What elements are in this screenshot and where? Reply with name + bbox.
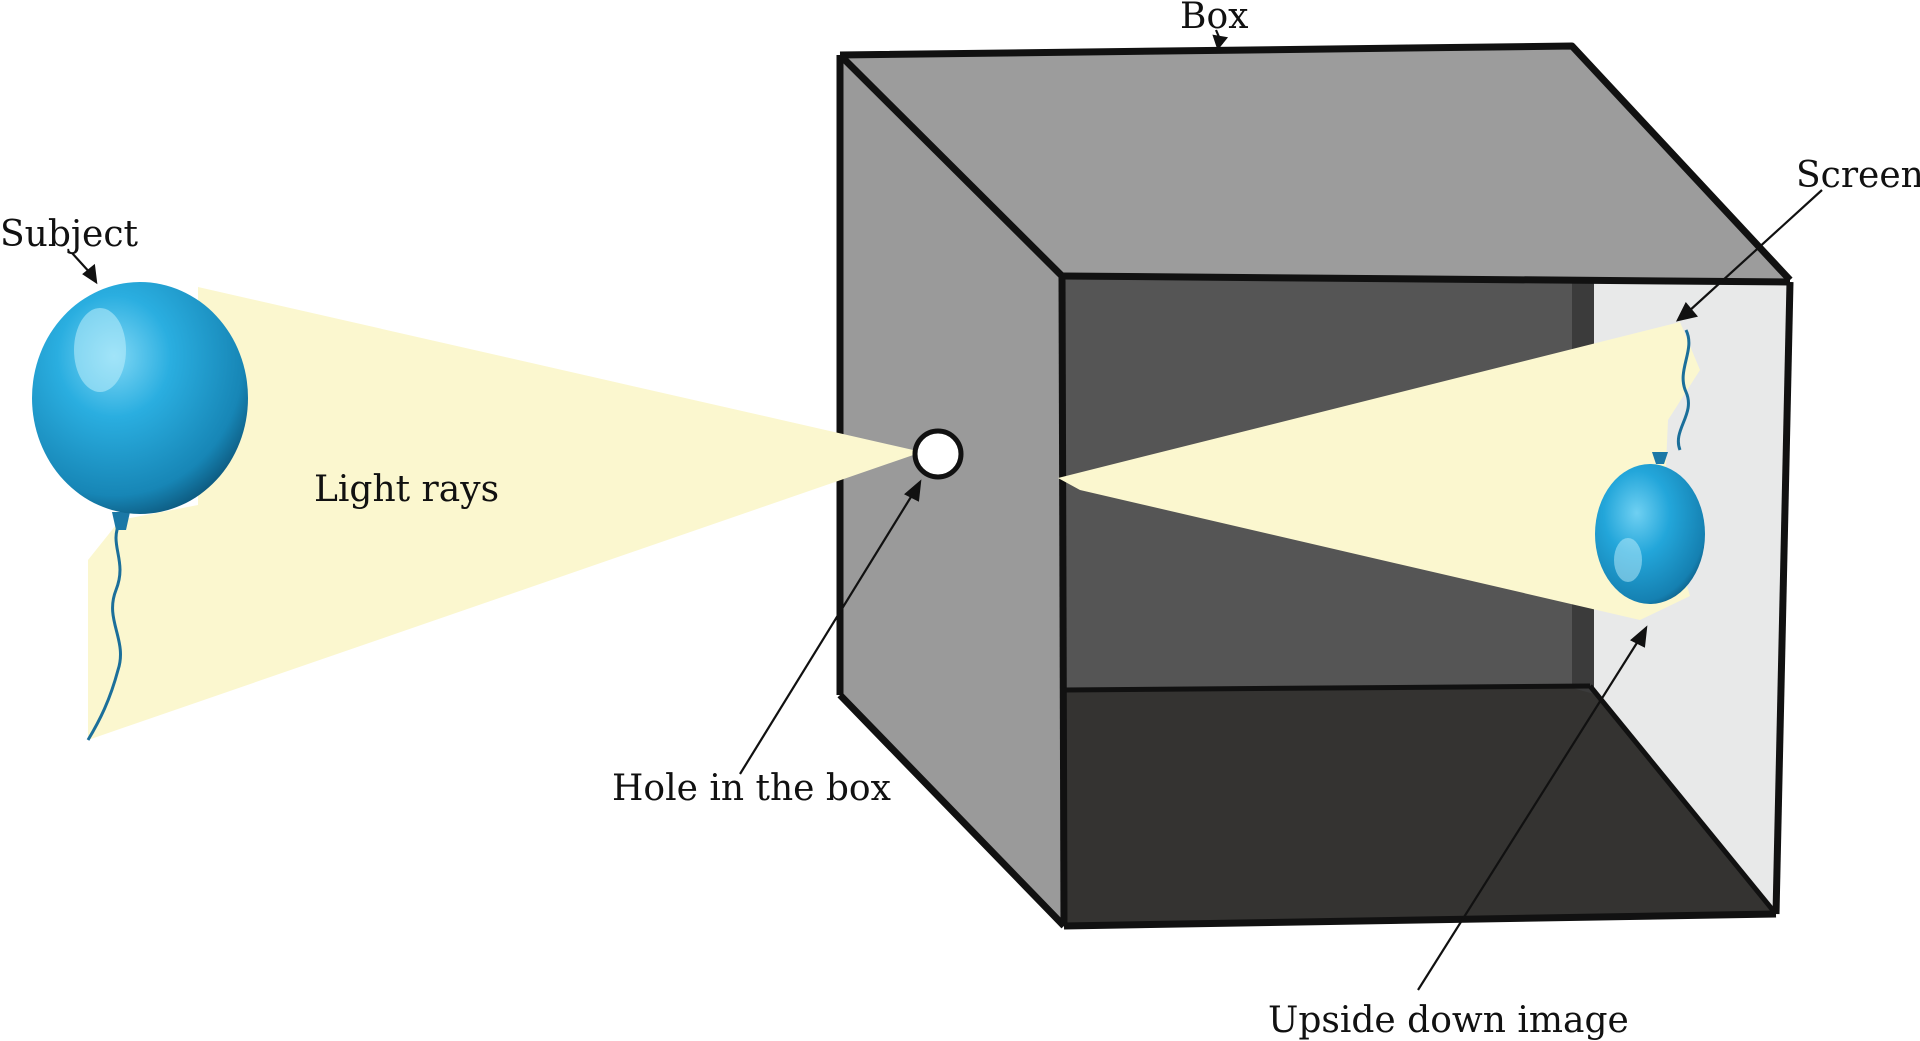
label-subject: Subject [0, 214, 139, 255]
inverted-balloon-icon [1595, 329, 1705, 604]
label-pointers [71, 29, 1823, 991]
label-screen: Screen [1796, 155, 1920, 196]
box-top-face [840, 46, 1790, 280]
light-rays-incoming [88, 287, 922, 740]
box-side-face [840, 55, 1064, 926]
balloon-icon [32, 282, 248, 741]
label-light-rays: Light rays [314, 469, 499, 510]
pinhole [912, 428, 964, 480]
label-upside-down-image: Upside down image [1268, 1000, 1629, 1041]
label-hole: Hole in the box [612, 768, 891, 809]
label-box: Box [1180, 0, 1248, 37]
box-interior-floor [1064, 686, 1778, 926]
light-rays-inside [1058, 322, 1700, 620]
box-outline [836, 42, 1794, 930]
